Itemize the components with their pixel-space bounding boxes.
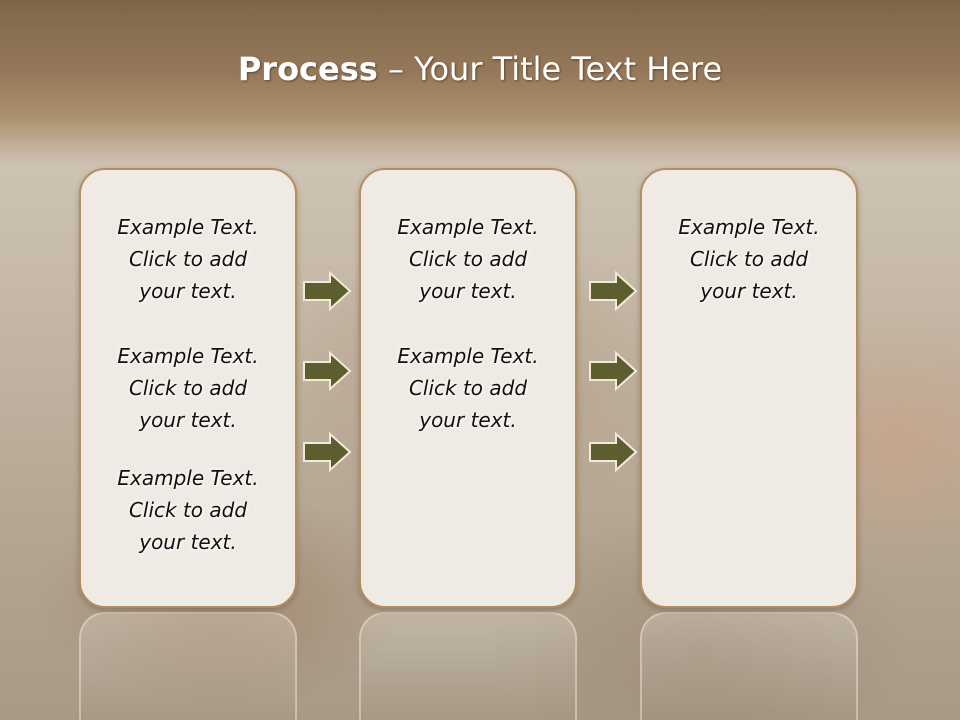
right-arrow-icon: [589, 271, 638, 311]
box-reflection-3: [640, 612, 858, 720]
text-line: Example Text.: [117, 215, 259, 239]
text-line: Click to add: [408, 247, 528, 271]
right-arrow-icon: [303, 432, 352, 472]
right-arrow-icon: [589, 432, 638, 472]
text-block[interactable]: Example Text. Click to add your text.: [359, 340, 577, 436]
text-line: your text.: [700, 279, 798, 303]
text-line: Example Text.: [397, 344, 539, 368]
box-reflection-2: [359, 612, 577, 720]
text-block[interactable]: Example Text. Click to add your text.: [79, 462, 297, 558]
process-box-2[interactable]: [359, 168, 577, 608]
right-arrow-icon: [303, 271, 352, 311]
right-arrow-icon: [303, 351, 352, 391]
slide-title[interactable]: Process – Your Title Text Here: [0, 50, 960, 88]
process-box-1[interactable]: [79, 168, 297, 608]
text-line: your text.: [139, 279, 237, 303]
text-block[interactable]: Example Text. Click to add your text.: [359, 211, 577, 307]
title-bold: Process: [237, 50, 378, 88]
process-box-3[interactable]: [640, 168, 858, 608]
right-arrow-icon: [589, 351, 638, 391]
text-line: your text.: [419, 279, 517, 303]
text-line: Click to add: [408, 376, 528, 400]
text-line: Example Text.: [397, 215, 539, 239]
title-rest: – Your Title Text Here: [377, 50, 723, 88]
box-reflection-1: [79, 612, 297, 720]
text-line: your text.: [419, 408, 517, 432]
text-line: Click to add: [128, 376, 248, 400]
text-line: Click to add: [128, 247, 248, 271]
text-block[interactable]: Example Text. Click to add your text.: [79, 211, 297, 307]
text-line: your text.: [139, 530, 237, 554]
text-line: Click to add: [128, 498, 248, 522]
text-line: Click to add: [689, 247, 809, 271]
text-block[interactable]: Example Text. Click to add your text.: [640, 211, 858, 307]
text-line: your text.: [139, 408, 237, 432]
text-line: Example Text.: [117, 344, 259, 368]
text-line: Example Text.: [117, 466, 259, 490]
title-bar: [0, 0, 960, 165]
text-block[interactable]: Example Text. Click to add your text.: [79, 340, 297, 436]
text-line: Example Text.: [678, 215, 820, 239]
